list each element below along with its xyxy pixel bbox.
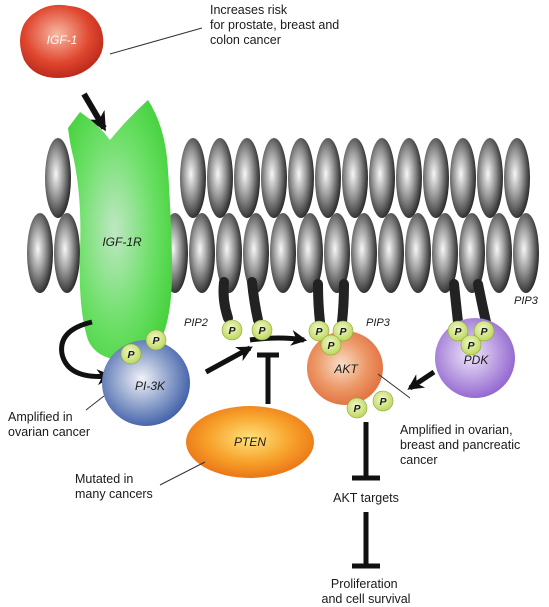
outer-lipid-bead-10 <box>396 138 422 218</box>
inner-lipid-bead-5 <box>216 213 242 293</box>
inner-lipid-bead-12 <box>405 213 431 293</box>
outcome-label: Proliferation and cell survival <box>322 577 411 606</box>
inner-lipid-bead-6 <box>243 213 269 293</box>
svg-text:P: P <box>327 340 335 352</box>
igf1-label: IGF-1 <box>47 33 78 47</box>
outer-lipid-bead-13 <box>477 138 503 218</box>
pip2-lipid-left <box>218 277 233 323</box>
pdk-to-akt-arrow <box>407 369 436 391</box>
igf1r-receptor <box>68 100 172 360</box>
phospho-groups: P P P P P P P P P P P P <box>120 319 495 419</box>
pten-note: Mutated in many cancers <box>75 472 153 501</box>
outer-lipid-bead-3 <box>207 138 233 218</box>
pip-lipid-group <box>218 277 491 327</box>
pi3k-to-pip3-arrow <box>204 345 253 375</box>
outer-lipid-bead-11 <box>423 138 449 218</box>
outer-lipid-bead-8 <box>342 138 368 218</box>
inner-lipid-bead-1 <box>27 213 53 293</box>
outer-lipid-bead-1 <box>45 138 71 218</box>
akt-note-leader <box>377 373 411 399</box>
inner-lipid-bead-15 <box>486 213 512 293</box>
outer-lipid-bead-14 <box>504 138 530 218</box>
inner-lipid-bead-11 <box>378 213 404 293</box>
inner-lipid-bead-16 <box>513 213 539 293</box>
phospho-akt-2: P <box>372 390 394 412</box>
svg-text:P: P <box>127 349 135 361</box>
phospho-pip3-2: P <box>332 320 354 342</box>
svg-text:P: P <box>339 326 347 338</box>
igf1-ligand <box>20 4 104 79</box>
svg-text:P: P <box>379 396 387 408</box>
akt-to-targets-inhibition <box>352 422 380 481</box>
pip3-label: PIP3 <box>366 317 391 329</box>
outer-lipid-bead-12 <box>450 138 476 218</box>
igf1-note-leader <box>109 27 203 55</box>
pip3-lipid-left <box>313 279 325 327</box>
phospho-pip2-left: P <box>221 319 243 341</box>
phospho-pdk-2: P <box>473 320 495 342</box>
akt-label: AKT <box>333 362 359 376</box>
membrane-outer-leaflet <box>45 138 530 218</box>
outer-lipid-bead-2 <box>180 138 206 218</box>
phospho-receptor-1: P <box>120 343 142 365</box>
igf1-binding-arrow <box>81 92 107 132</box>
pten-inhibition <box>257 352 279 404</box>
pip3-pdk-label: PIP3 <box>514 295 539 307</box>
svg-text:P: P <box>258 325 266 337</box>
pten-note-leader <box>159 461 206 486</box>
akt-note: Amplified in ovarian, breast and pancrea… <box>400 423 524 467</box>
membrane-inner-leaflet <box>27 213 539 293</box>
pten-phosphatase <box>186 406 314 478</box>
phospho-pip2-right: P <box>251 319 273 341</box>
svg-text:P: P <box>228 325 236 337</box>
phospho-pip3-1: P <box>308 320 330 342</box>
pten-label: PTEN <box>234 435 266 449</box>
outer-lipid-bead-5 <box>261 138 287 218</box>
receptor-activation-loop <box>59 319 114 386</box>
pip2-label: PIP2 <box>184 317 208 329</box>
inner-lipid-bead-2 <box>54 213 80 293</box>
pip3-lipid-pdk-right <box>473 279 491 327</box>
inner-lipid-bead-13 <box>432 213 458 293</box>
pi3k-label: PI-3K <box>135 379 166 393</box>
inner-lipid-bead-9 <box>324 213 350 293</box>
inner-lipid-bead-7 <box>270 213 296 293</box>
svg-text:P: P <box>454 326 462 338</box>
igf1-risk-note: Increases risk for prostate, breast and … <box>210 3 343 47</box>
outer-lipid-bead-4 <box>234 138 260 218</box>
svg-text:P: P <box>152 335 160 347</box>
phospho-pdk-1: P <box>447 320 469 342</box>
inner-lipid-bead-8 <box>297 213 323 293</box>
pip2-lipid-right <box>247 277 263 325</box>
pi3k-note: Amplified in ovarian cancer <box>8 410 90 439</box>
pi3k-note-leader <box>85 395 105 411</box>
igf1r-label: IGF-1R <box>102 235 142 249</box>
akt-targets-label: AKT targets <box>333 491 399 505</box>
inner-lipid-bead-10 <box>351 213 377 293</box>
phospho-akt-1: P <box>346 397 368 419</box>
targets-to-outcome-inhibition <box>352 512 380 569</box>
svg-text:P: P <box>353 403 361 415</box>
pip2-to-pip3-arrow <box>249 330 308 346</box>
pip3-lipid-right <box>337 279 349 327</box>
inner-lipid-bead-4 <box>189 213 215 293</box>
svg-text:P: P <box>467 340 475 352</box>
phospho-pdk-3: P <box>460 334 482 356</box>
inner-lipid-bead-14 <box>459 213 485 293</box>
outer-lipid-bead-9 <box>369 138 395 218</box>
svg-text:P: P <box>315 326 323 338</box>
outer-lipid-bead-7 <box>315 138 341 218</box>
phospho-receptor-2: P <box>145 329 167 351</box>
svg-text:P: P <box>480 326 488 338</box>
pdk-label: PDK <box>464 353 490 367</box>
outer-lipid-bead-6 <box>288 138 314 218</box>
phospho-pip3-3: P <box>320 334 342 356</box>
pip3-lipid-pdk-left <box>449 279 463 327</box>
